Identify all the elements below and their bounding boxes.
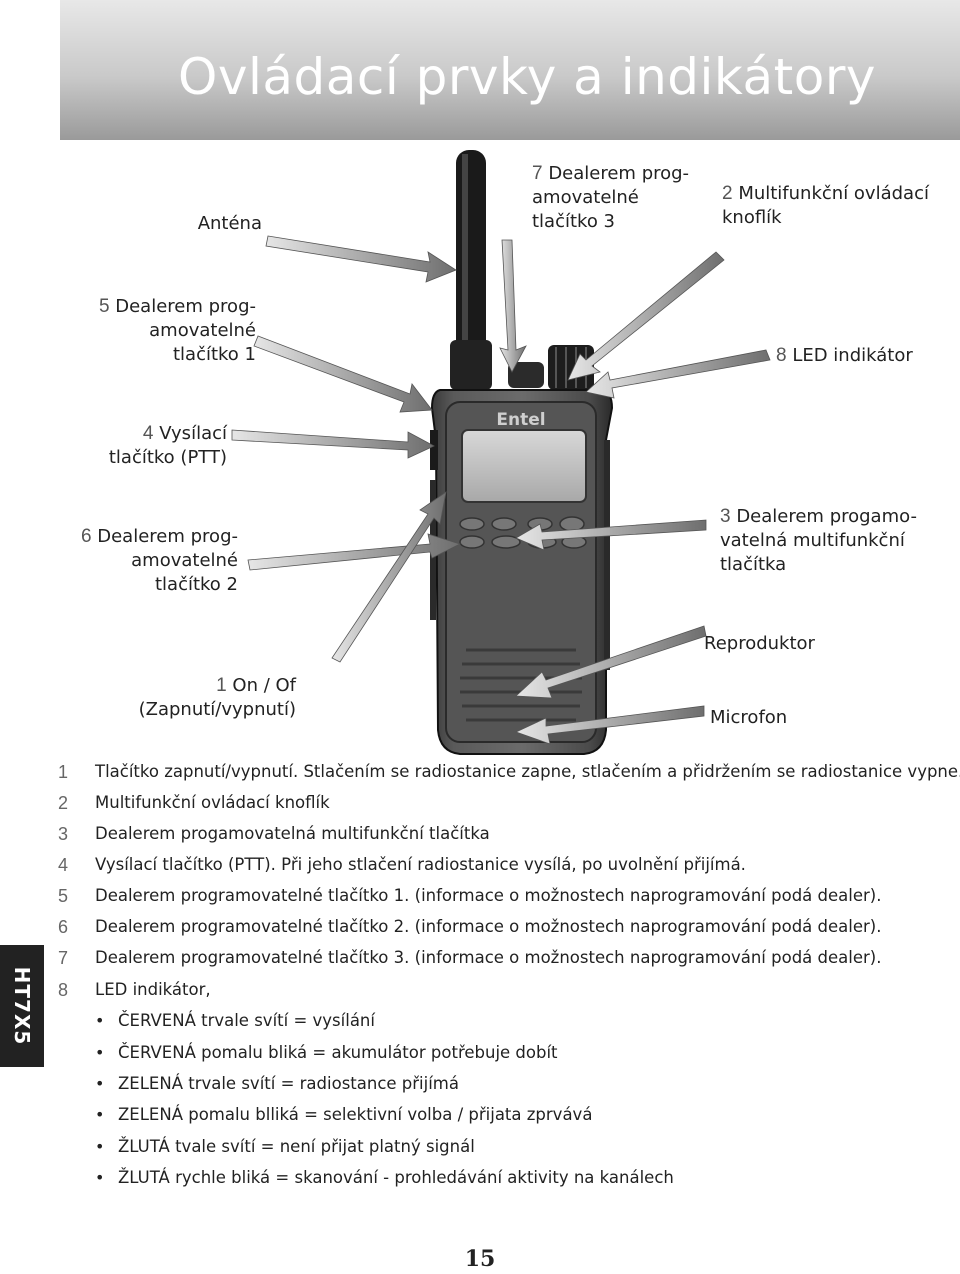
bullet-text: ZELENÁ trvale svítí = radiostance přijím… [118, 1074, 459, 1093]
page-header: Ovládací prvky a indikátory [60, 0, 960, 140]
item-text: Dealerem programovatelné tlačítko 1. (in… [95, 886, 882, 905]
item-text: LED indikátor, [95, 980, 211, 999]
item-number: 1 [58, 762, 69, 782]
label-button-1: 5 Dealerem prog- amovatelné tlačítko 1 [60, 295, 256, 367]
item-number: 4 [58, 855, 69, 875]
label-line: Reproduktor [704, 633, 815, 654]
item-text: Tlačítko zapnutí/vypnutí. Stlačením se r… [95, 762, 960, 781]
item-number: 3 [58, 824, 69, 844]
label-line: amovatelné [532, 187, 639, 208]
arrow-button-2 [247, 533, 462, 571]
brand-logo: Entel [496, 410, 545, 430]
label-line: LED indikátor [792, 345, 913, 366]
label-number: 8 [776, 345, 787, 366]
label-number: 7 [532, 163, 543, 184]
arrow-button-1 [253, 335, 433, 413]
label-line: On / Of [232, 675, 296, 696]
arrow-led [585, 349, 771, 399]
item-text: Dealerem programovatelné tlačítko 2. (in… [95, 917, 882, 936]
item-number: 2 [58, 793, 69, 813]
arrow-keypad [515, 519, 707, 551]
label-line: Microfon [710, 707, 788, 728]
model-side-tab: HT7X5 [0, 945, 44, 1067]
item-number: 5 [58, 886, 69, 906]
label-line: amovatelné [131, 550, 238, 571]
label-number: 4 [142, 423, 154, 444]
speaker-grille [460, 648, 582, 722]
arrow-speaker [515, 625, 707, 699]
bullet-icon: • [95, 1105, 105, 1124]
arrow-mic [514, 705, 705, 745]
bullet-text: ŽLUTÁ rychle bliká = skanování - prohled… [118, 1168, 674, 1187]
label-line: knoflík [722, 207, 782, 228]
label-button-2: 6 Dealerem prog- amovatelné tlačítko 2 [60, 525, 238, 597]
label-line: amovatelné [149, 320, 256, 341]
item-number: 7 [58, 948, 69, 968]
label-line: tlačítko 1 [172, 344, 256, 365]
item-text: Dealerem progamovatelná multifunkční tla… [95, 824, 490, 843]
bullet-text: ZELENÁ pomalu blliká = selektivní volba … [118, 1105, 593, 1124]
label-number: 3 [720, 506, 731, 527]
label-line: (Zapnutí/vypnutí) [138, 699, 296, 720]
arrow-power [331, 491, 447, 663]
label-line: vatelná multifunkční [720, 530, 905, 551]
label-line: Dealerem prog- [115, 296, 256, 317]
lcd-display [461, 429, 587, 503]
label-button-3: 7 Dealerem prog- amovatelné tlačítko 3 [532, 162, 712, 234]
bullet-icon: • [95, 1137, 105, 1156]
label-line: Multifunkční ovládací [738, 183, 929, 204]
bullet-text: ČERVENÁ trvale svítí = vysílání [118, 1011, 375, 1030]
arrow-button-3 [499, 239, 527, 373]
label-mic: Microfon [710, 706, 910, 730]
label-line: Dealerem progamo- [736, 506, 917, 527]
label-line: Vysílací [159, 423, 227, 444]
page-number: 15 [464, 1246, 496, 1272]
label-power: 1 On / Of (Zapnutí/vypnutí) [80, 674, 296, 722]
antenna [450, 150, 492, 390]
bullet-text: ŽLUTÁ tvale svítí = není přijat platný s… [118, 1137, 475, 1156]
label-keypad: 3 Dealerem progamo- vatelná multifunkční… [720, 505, 955, 577]
label-line: Dealerem prog- [97, 526, 238, 547]
label-led: 8 LED indikátor [776, 344, 946, 368]
label-ptt: 4 Vysílací tlačítko (PTT) [60, 422, 227, 470]
label-line: Dealerem prog- [548, 163, 690, 184]
label-number: 2 [722, 183, 733, 204]
arrow-knob [567, 251, 725, 381]
item-text: Multifunkční ovládací knoflík [95, 793, 330, 812]
bullet-icon: • [95, 1168, 105, 1187]
item-text: Vysílací tlačítko (PTT). Při jeho stlače… [95, 855, 746, 874]
bullet-icon: • [95, 1011, 105, 1030]
model-side-tab-text: HT7X5 [10, 966, 34, 1046]
label-number: 1 [216, 675, 227, 696]
arrow-ptt [231, 429, 435, 459]
bullet-icon: • [95, 1074, 105, 1093]
label-line: tlačítko (PTT) [108, 447, 227, 468]
item-number: 6 [58, 917, 69, 937]
label-number: 6 [80, 526, 92, 547]
arrow-antenna [265, 235, 457, 283]
page-title: Ovládací prvky a indikátory [178, 48, 876, 106]
label-antenna-text: Anténa [197, 213, 262, 234]
bullet-text: ČERVENÁ pomalu bliká = akumulátor potřeb… [118, 1043, 558, 1062]
bullet-icon: • [95, 1043, 105, 1062]
radio-diagram: Entel [231, 150, 771, 755]
label-knob: 2 Multifunkční ovládací knoflík [722, 182, 952, 230]
pointer-arrows [231, 235, 771, 745]
item-text: Dealerem programovatelné tlačítko 3. (in… [95, 948, 882, 967]
item-number: 8 [58, 980, 69, 1000]
label-number: 5 [98, 296, 110, 317]
label-line: tlačítko 3 [532, 211, 616, 232]
label-antenna: Anténa [150, 212, 262, 236]
label-line: tlačítko 2 [154, 574, 238, 595]
label-speaker: Reproduktor [704, 632, 904, 656]
top-button [508, 362, 544, 388]
label-line: tlačítka [720, 554, 787, 575]
